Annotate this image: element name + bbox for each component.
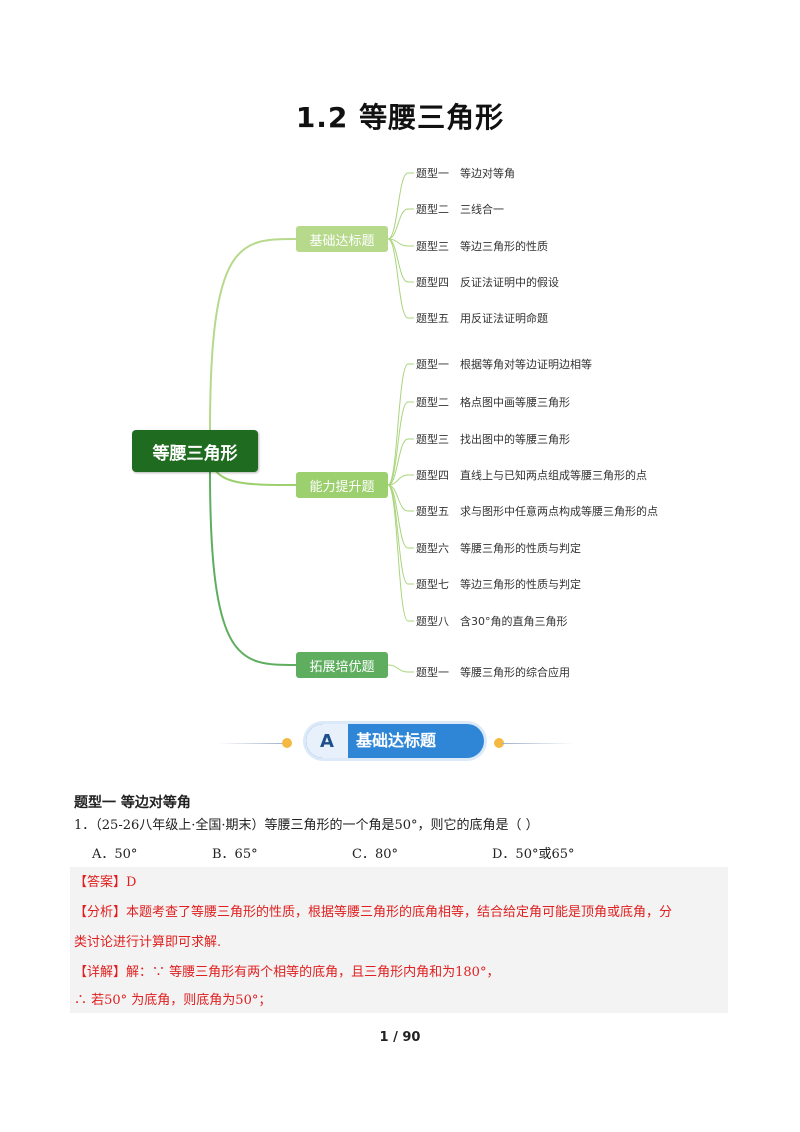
mindmap-leaf: 题型三等边三角形的性质 (416, 238, 548, 254)
branch-category-2-item-5 (387, 484, 414, 512)
mindmap-leaf-number: 题型一 (416, 167, 449, 180)
mindmap-leaf: 题型二三线合一 (416, 201, 504, 217)
branch-root-to-category-1 (209, 238, 297, 432)
mindmap-leaf-number: 题型五 (416, 312, 449, 325)
mindmap-leaf: 题型一等边对等角 (416, 165, 515, 181)
banner-text: 基础达标题 (356, 731, 437, 750)
branch-category-2-item-2 (387, 401, 414, 486)
mindmap-leaf: 题型八含30°角的直角三角形 (416, 613, 568, 629)
branch-category-2-item-4 (387, 474, 414, 486)
branch-category-1-item-5 (387, 238, 414, 319)
mindmap-leaf: 题型六等腰三角形的性质与判定 (416, 540, 581, 556)
mindmap-leaf-number: 题型八 (416, 615, 449, 628)
mindmap-leaf-number: 题型一 (416, 666, 449, 679)
mindmap-leaf-number: 题型二 (416, 203, 449, 216)
branch-root-to-category-3 (209, 470, 297, 666)
banner-dot-left (282, 738, 292, 748)
section-banner: A 基础达标题 (306, 724, 484, 758)
page-title: 1.2 等腰三角形 (295, 101, 505, 134)
mindmap-leaf-text: 根据等角对等边证明边相等 (460, 358, 592, 371)
branch-category-2-item-1 (387, 363, 414, 486)
branch-category-1-item-3 (387, 238, 414, 247)
mindmap-leaf: 题型五求与图形中任意两点构成等腰三角形的点 (416, 503, 658, 519)
mindmap-connectors (209, 172, 414, 673)
option-c: C．80° (352, 847, 398, 862)
mindmap-leaf-text: 用反证法证明命题 (460, 312, 548, 325)
detail-line-2: ∴ 若50° 为底角，则底角为50°； (74, 993, 272, 1008)
option-b: B．65° (212, 847, 258, 862)
branch-category-1-item-4 (387, 238, 414, 283)
mindmap-leaf: 题型一根据等角对等边证明边相等 (416, 356, 592, 372)
banner-badge: A (306, 724, 348, 758)
option-d: D．50°或65° (492, 847, 575, 862)
mindmap-leaf-text: 求与图形中任意两点构成等腰三角形的点 (460, 505, 658, 518)
option-a: A．50° (92, 847, 138, 862)
mindmap-category-basic: 基础达标题 (296, 226, 388, 252)
mindmap-leaf-number: 题型七 (416, 578, 449, 591)
mindmap-leaf-number: 题型二 (416, 396, 449, 409)
mindmap-leaf-number: 题型四 (416, 469, 449, 482)
mindmap-leaf: 题型二格点图中画等腰三角形 (416, 394, 570, 410)
detail-line-1: 【详解】解：∵ 等腰三角形有两个相等的底角，且三角形内角和为180°， (74, 965, 500, 980)
mindmap-leaf: 题型四反证法证明中的假设 (416, 274, 559, 290)
mindmap-leaf-number: 题型五 (416, 505, 449, 518)
mindmap-leaf-text: 找出图中的等腰三角形 (460, 433, 570, 446)
analysis-line-1: 【分析】本题考查了等腰三角形的性质，根据等腰三角形的底角相等，结合给定角可能是顶… (74, 905, 673, 920)
mindmap-leaf-text: 格点图中画等腰三角形 (460, 396, 570, 409)
mindmap-leaf-text: 直线上与已知两点组成等腰三角形的点 (460, 469, 647, 482)
mindmap-leaf: 题型五用反证法证明命题 (416, 310, 548, 326)
analysis-line-2: 类讨论进行计算即可求解. (74, 935, 222, 950)
mindmap-leaf-number: 题型一 (416, 358, 449, 371)
branch-category-2-item-8 (387, 484, 414, 622)
mindmap-category-extension: 拓展培优题 (296, 652, 388, 678)
answer-box (70, 867, 728, 1013)
branch-category-1-item-1 (387, 172, 414, 240)
mindmap-leaf-number: 题型六 (416, 542, 449, 555)
mindmap-leaf-text: 等边对等角 (460, 167, 515, 180)
mindmap-leaf: 题型七等边三角形的性质与判定 (416, 576, 581, 592)
mindmap-leaf: 题型四直线上与已知两点组成等腰三角形的点 (416, 467, 647, 483)
mindmap-root: 等腰三角形 (132, 430, 258, 472)
mindmap-leaf-text: 反证法证明中的假设 (460, 276, 559, 289)
mindmap-leaf-text: 等腰三角形的性质与判定 (460, 542, 581, 555)
banner-line-left (218, 743, 286, 744)
mindmap-leaf: 题型三找出图中的等腰三角形 (416, 431, 570, 447)
answer-line: 【答案】D (74, 875, 137, 890)
mindmap-leaf: 题型一等腰三角形的综合应用 (416, 664, 570, 680)
mindmap-leaf-number: 题型三 (416, 433, 449, 446)
branch-category-2-item-6 (387, 484, 414, 549)
branch-category-1-item-2 (387, 208, 414, 240)
mindmap-leaf-text: 三线合一 (460, 203, 504, 216)
mindmap-leaf-number: 题型四 (416, 276, 449, 289)
page-number: 1 / 90 (379, 1030, 421, 1045)
banner-line-right (502, 743, 574, 744)
mindmap-leaf-text: 等腰三角形的综合应用 (460, 666, 570, 679)
question-stem: 1．（25-26八年级上·全国·期末）等腰三角形的一个角是50°，则它的底角是（… (74, 818, 539, 833)
branch-category-3-item-1 (387, 664, 414, 673)
branch-category-2-item-3 (387, 438, 414, 486)
banner-dot-right (494, 738, 504, 748)
mindmap-leaf-text: 等边三角形的性质 (460, 240, 548, 253)
question-type-heading: 题型一 等边对等角 (74, 795, 191, 811)
mindmap-category-advanced: 能力提升题 (296, 472, 388, 498)
mindmap-leaf-text: 等边三角形的性质与判定 (460, 578, 581, 591)
mindmap-leaf-number: 题型三 (416, 240, 449, 253)
mindmap-leaf-text: 含30°角的直角三角形 (460, 615, 568, 628)
